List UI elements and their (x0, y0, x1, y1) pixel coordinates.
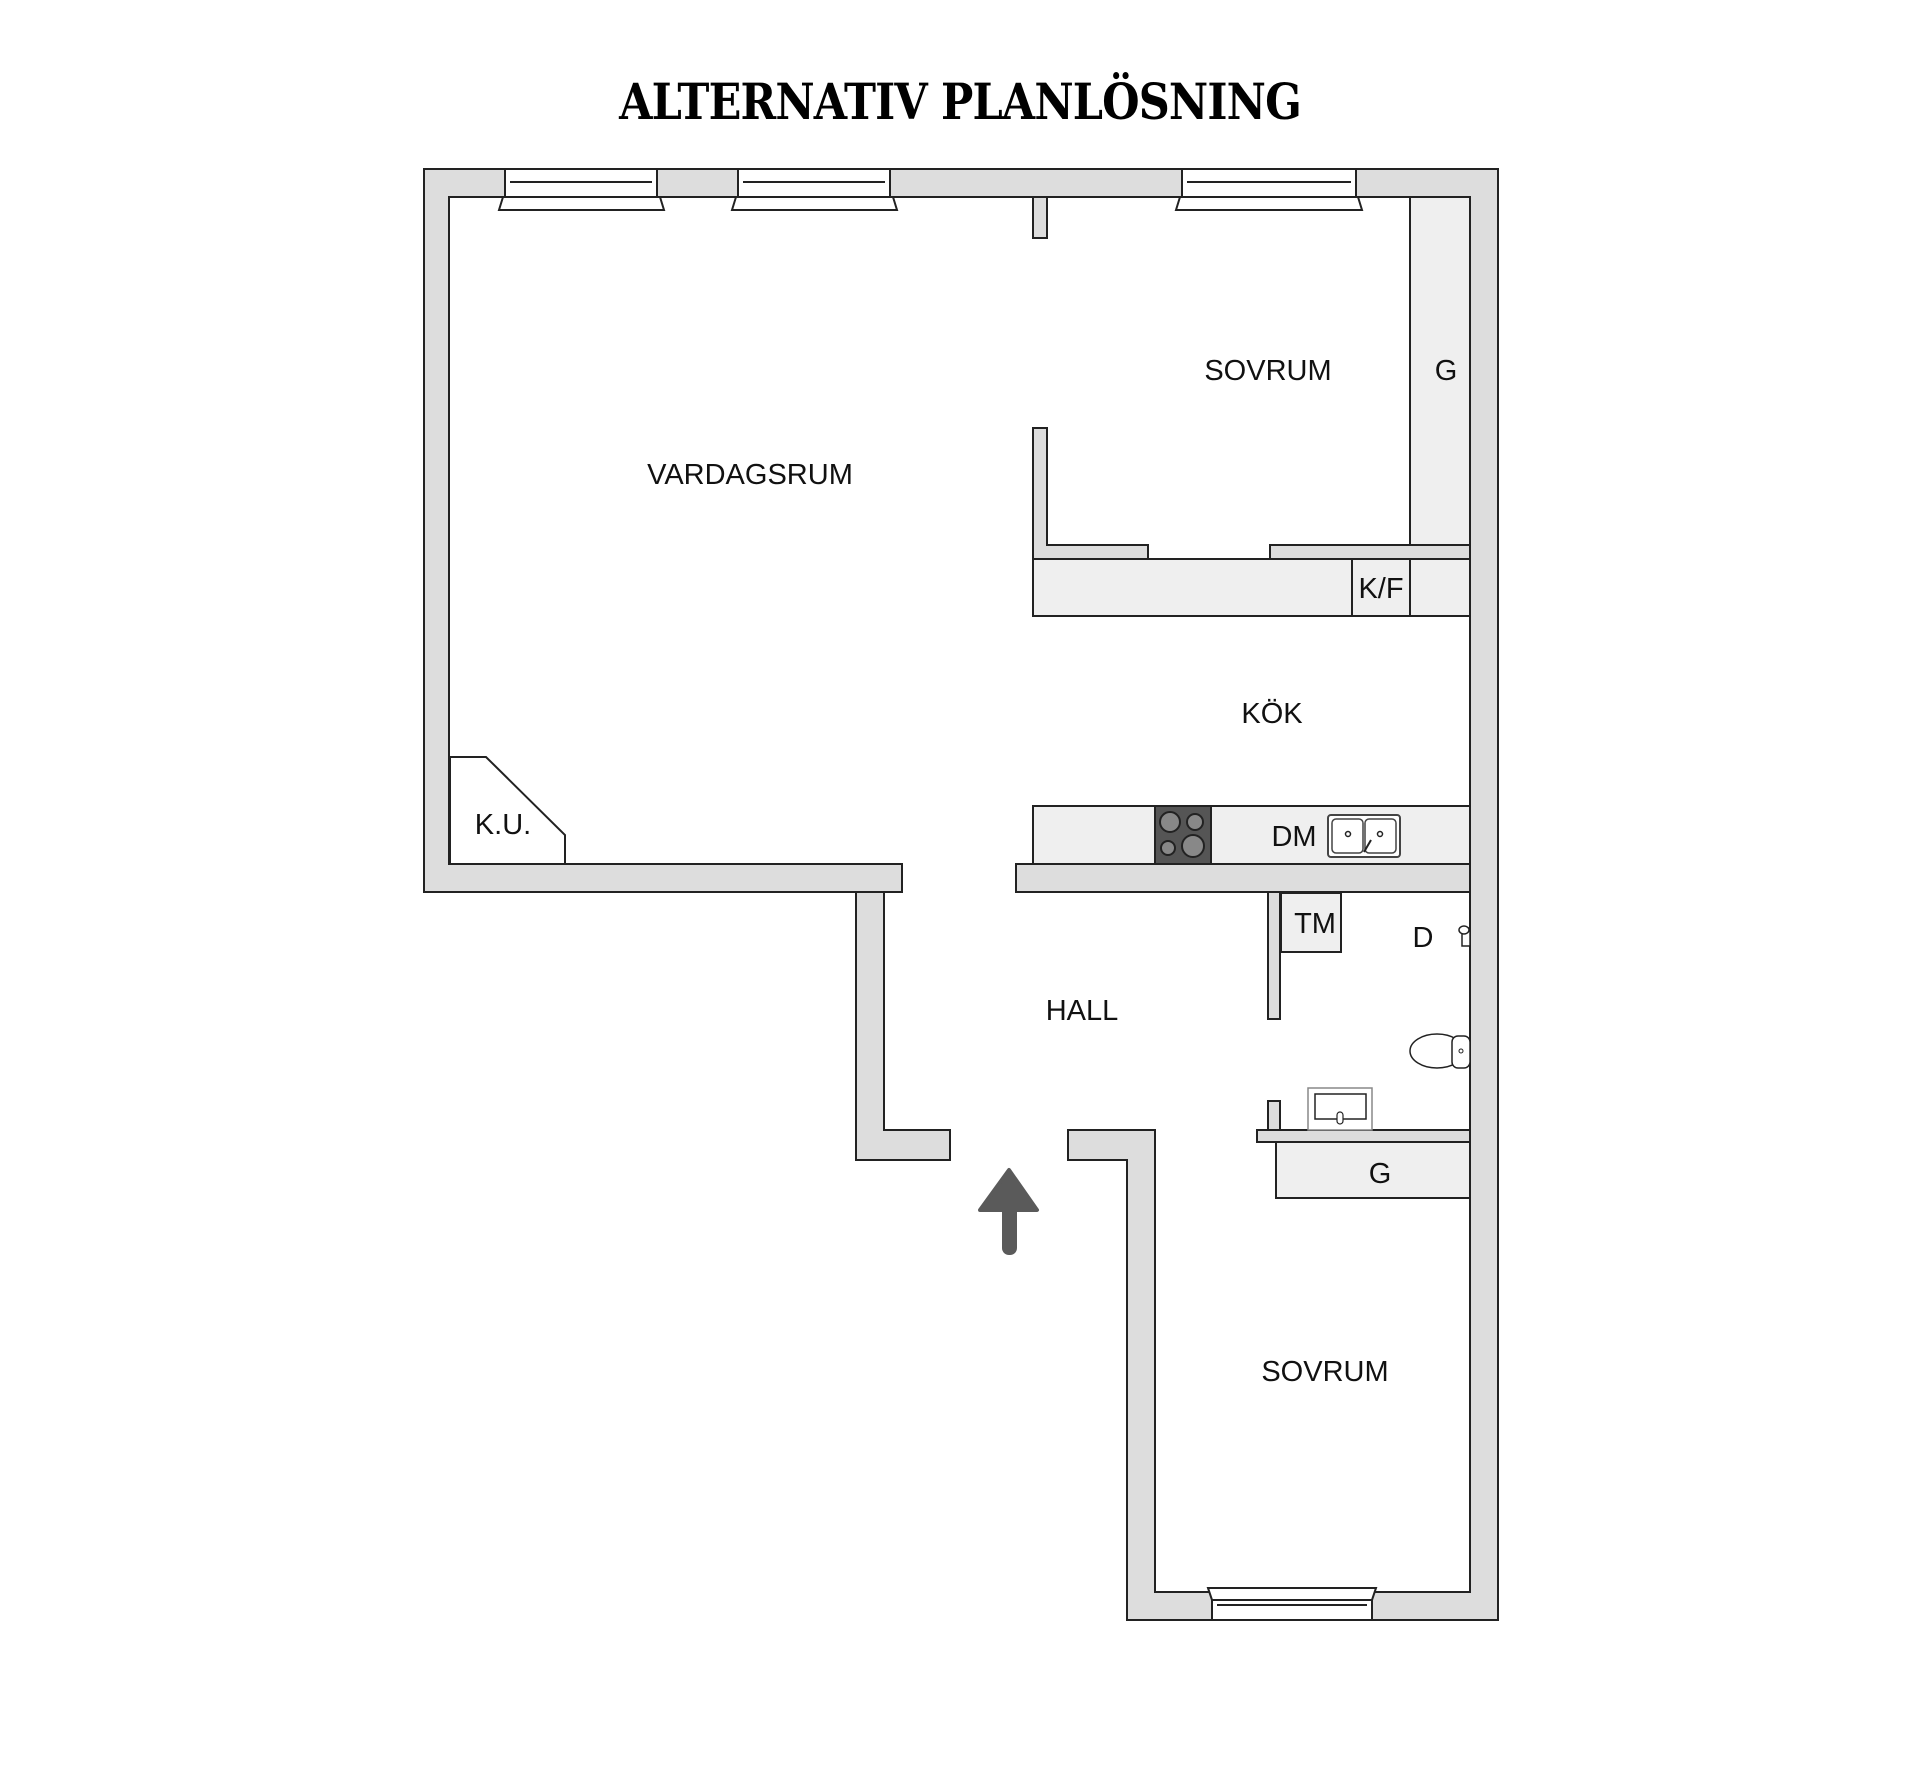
cooktop-icon (1154, 805, 1212, 865)
label-vardagsrum: VARDAGSRUM (647, 459, 853, 491)
wardrobe-top (1409, 196, 1471, 546)
sink-icon (1327, 814, 1401, 858)
washing-machine (1280, 892, 1342, 953)
label-tm: TM (1294, 908, 1336, 940)
kitchen-lower-counter (1032, 805, 1471, 865)
plan-title: ALTERNATIV PLANLÖSNING (619, 72, 1302, 131)
label-dm: DM (1271, 821, 1316, 853)
label-d: D (1413, 922, 1434, 954)
wardrobe-bottom (1275, 1141, 1471, 1199)
window-1 (497, 168, 666, 211)
label-wardrobe-top: G (1435, 355, 1458, 387)
window-3 (1174, 168, 1364, 211)
window-4 (1206, 1587, 1378, 1621)
label-kok: KÖK (1241, 698, 1303, 730)
windows (497, 168, 1378, 1621)
label-kf: K/F (1358, 573, 1403, 605)
entrance-arrow-icon (978, 1168, 1039, 1255)
label-ku: K.U. (475, 809, 531, 841)
window-2 (730, 168, 899, 211)
kitchen-upper-counter (1032, 558, 1471, 617)
shower-icon (1458, 925, 1471, 947)
corner-unit (449, 756, 566, 865)
toilet-icon (1409, 1033, 1471, 1069)
bath-sink-icon (1307, 1087, 1373, 1131)
label-wardrobe-bottom: G (1369, 1158, 1392, 1190)
walls (423, 168, 1499, 1621)
label-sovrum-bottom: SOVRUM (1261, 1356, 1388, 1388)
label-hall: HALL (1046, 995, 1119, 1027)
label-sovrum-top: SOVRUM (1204, 355, 1331, 387)
